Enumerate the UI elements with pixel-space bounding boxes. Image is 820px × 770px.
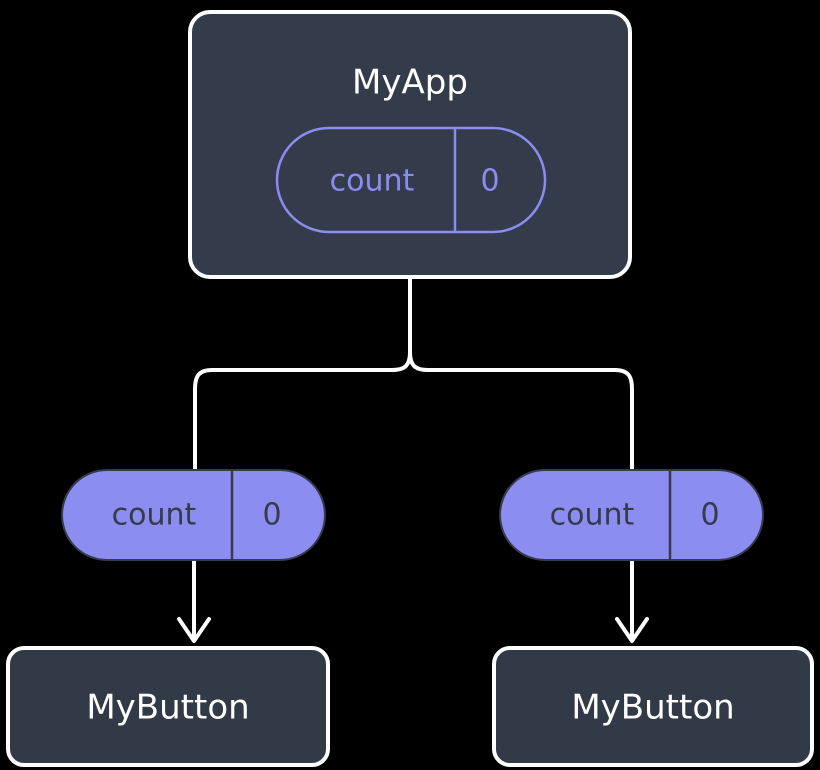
- node-mybutton-left[interactable]: MyButton: [6, 646, 330, 767]
- mybutton-right-card-body: [492, 646, 814, 767]
- mybutton-left-label: MyButton: [86, 688, 249, 728]
- branch-left: count 0 MyButton: [6, 469, 330, 767]
- connector-branch-right: [408, 350, 634, 472]
- myapp-state-pill-value: 0: [480, 164, 499, 199]
- mybutton-left-card-body: [6, 646, 330, 767]
- myapp-state-pill-key: count: [330, 164, 415, 199]
- node-mybutton-right[interactable]: MyButton: [492, 646, 814, 767]
- myapp-card-body: [188, 10, 632, 279]
- arrow-head-left-icon: [177, 617, 211, 643]
- myapp-state-pill[interactable]: count 0: [275, 126, 547, 234]
- right-prop-pill[interactable]: count 0: [499, 469, 764, 561]
- myapp-title: MyApp: [352, 63, 468, 103]
- myapp-state-pill-body: [275, 126, 547, 234]
- connector-branch-left: [193, 350, 412, 472]
- arrow-head-right-icon: [615, 617, 649, 643]
- right-prop-pill-key: count: [550, 498, 635, 533]
- left-prop-pill-value: 0: [262, 498, 281, 533]
- branch-right: count 0 MyButton: [492, 469, 814, 767]
- right-prop-pill-value: 0: [700, 498, 719, 533]
- mybutton-right-label: MyButton: [571, 688, 734, 728]
- left-prop-pill[interactable]: count 0: [61, 469, 326, 561]
- left-prop-pill-key: count: [112, 498, 197, 533]
- left-prop-pill-body: [61, 469, 326, 561]
- right-prop-pill-body: [499, 469, 764, 561]
- node-myapp[interactable]: MyApp count 0: [188, 10, 632, 279]
